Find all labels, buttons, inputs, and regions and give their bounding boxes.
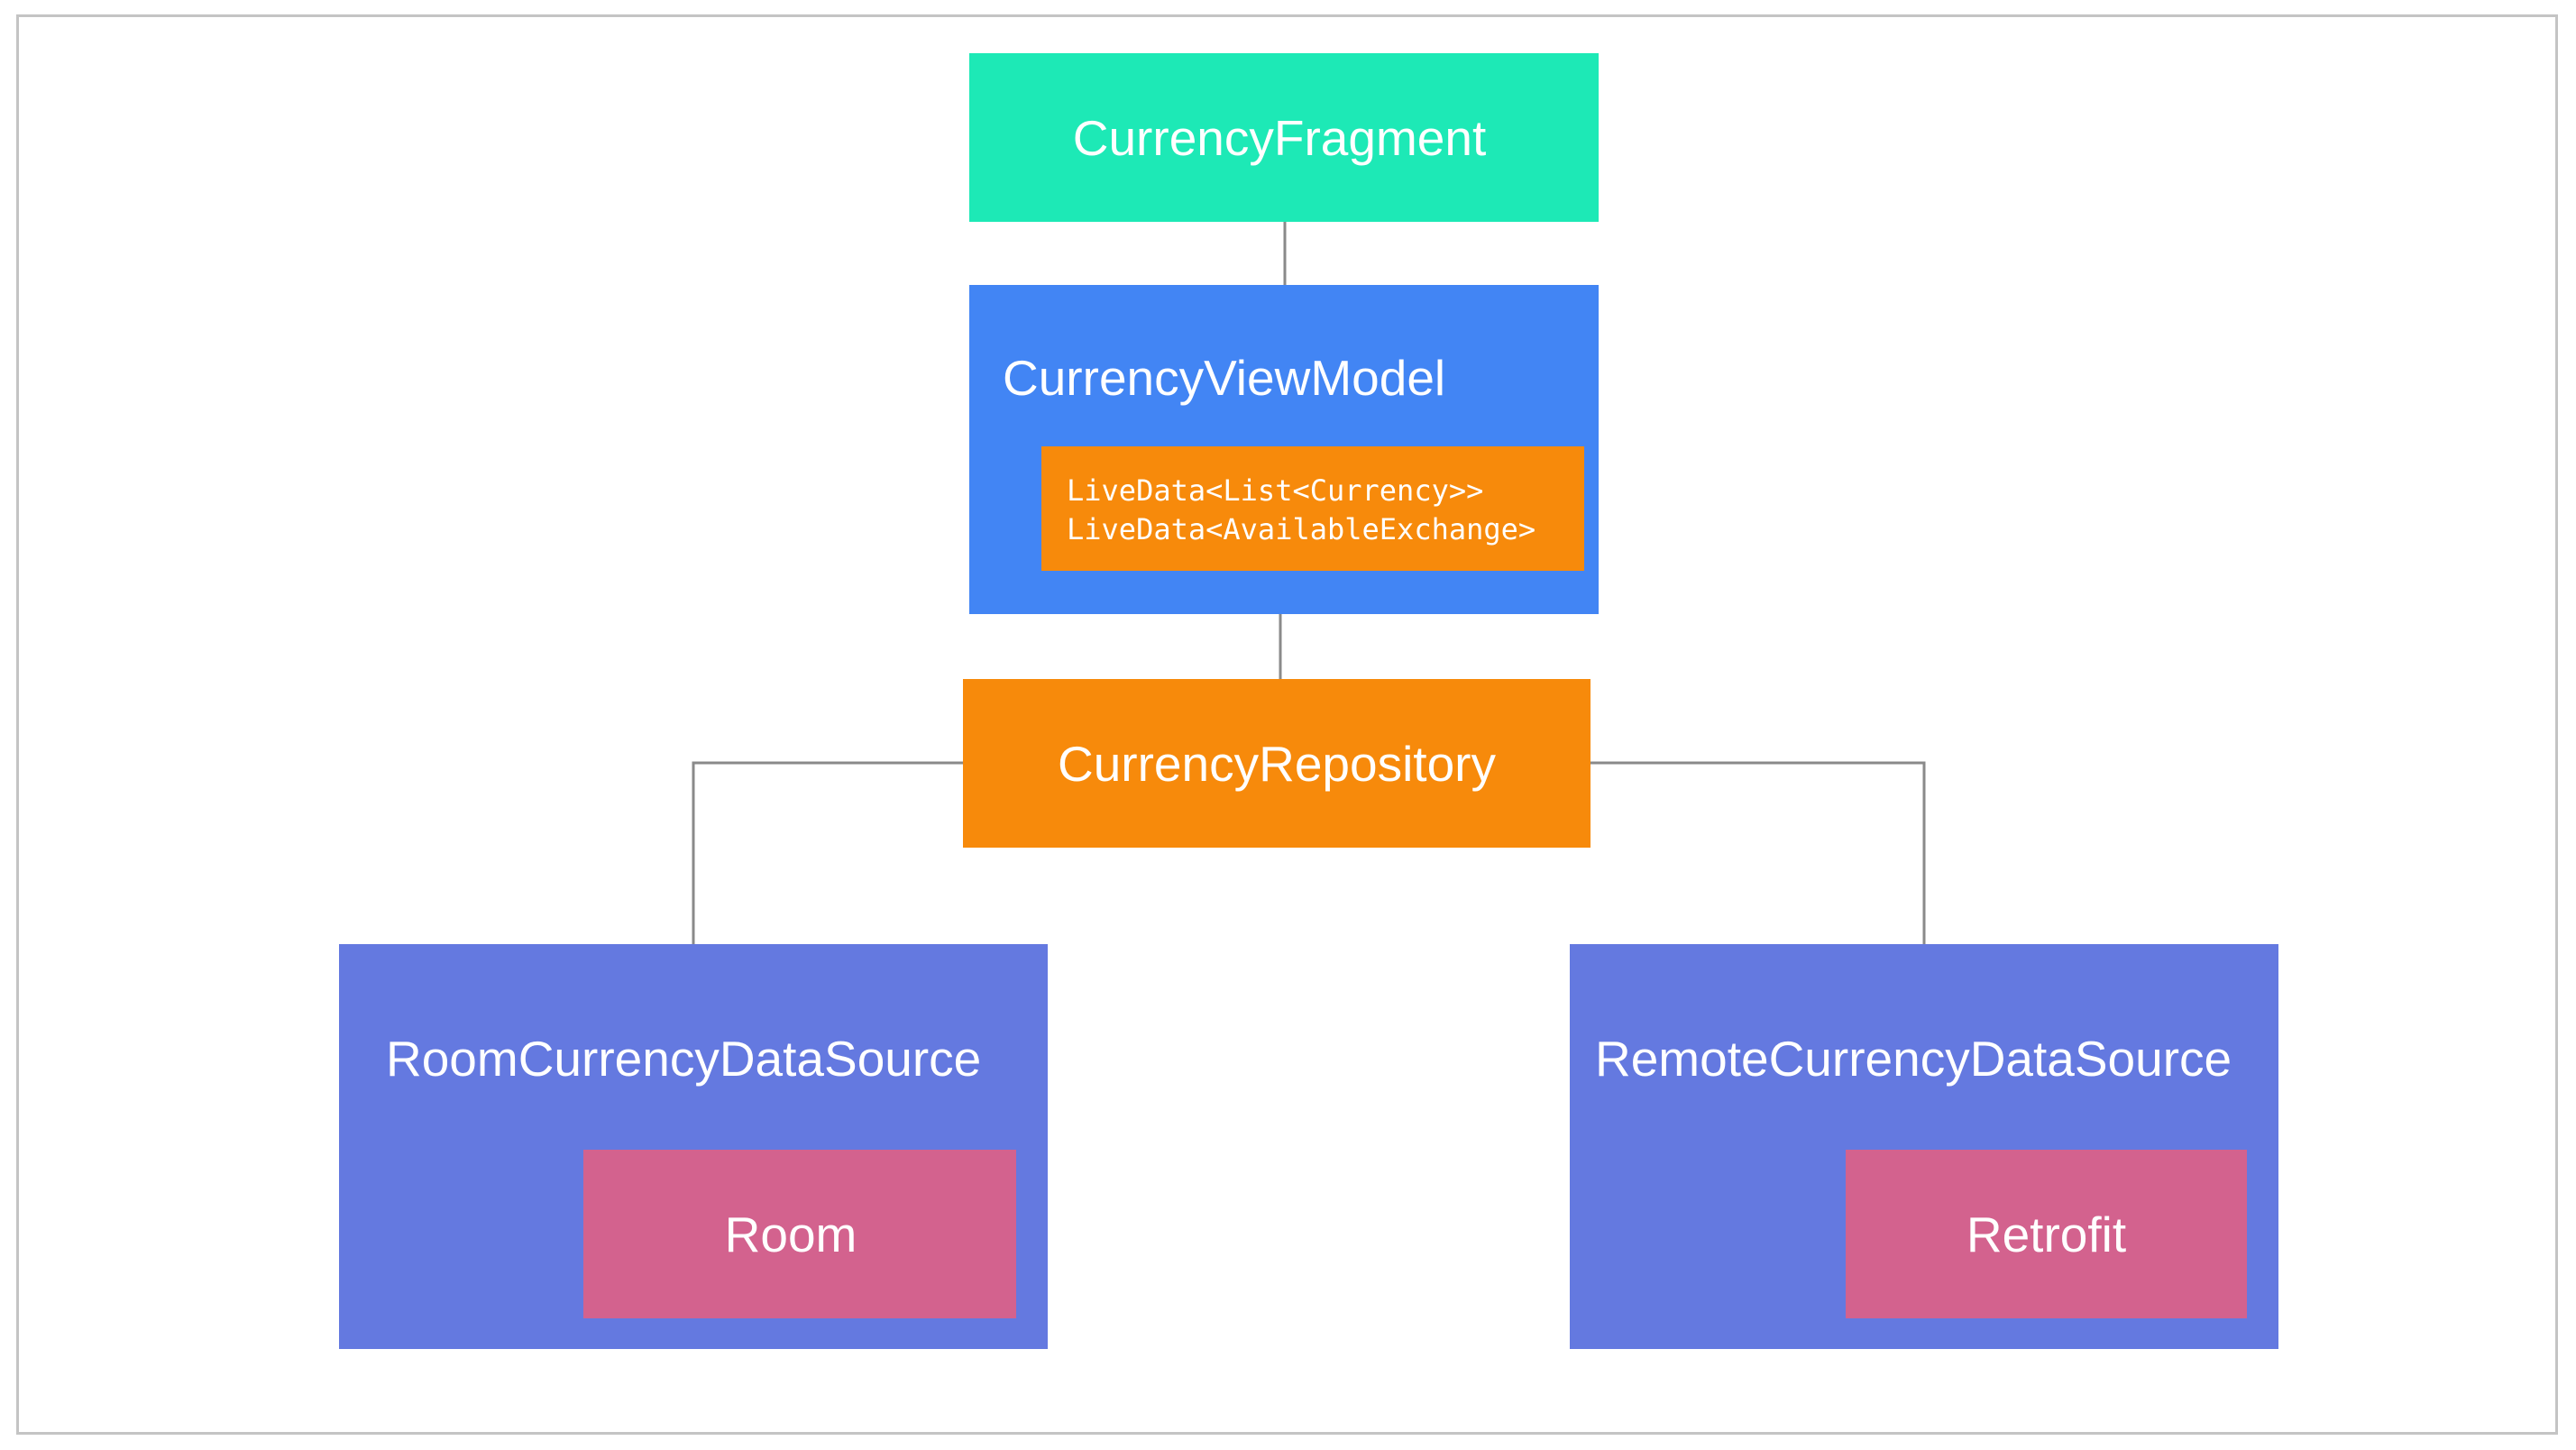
- currency-fragment-box: CurrencyFragment: [969, 53, 1599, 222]
- room-datasource-label: RoomCurrencyDataSource: [386, 1031, 982, 1087]
- currency-fragment-label: CurrencyFragment: [1072, 109, 1487, 166]
- currency-viewmodel-box: CurrencyViewModel LiveData<List<Currency…: [969, 285, 1599, 614]
- remote-datasource-label: RemoteCurrencyDataSource: [1595, 1031, 2232, 1087]
- retrofit-library-box: Retrofit: [1846, 1150, 2247, 1318]
- diagram-frame: [16, 14, 2558, 1435]
- remote-datasource-box: RemoteCurrencyDataSource Retrofit: [1570, 944, 2278, 1349]
- currency-repository-label: CurrencyRepository: [1057, 735, 1496, 792]
- currency-viewmodel-label: CurrencyViewModel: [1003, 350, 1446, 406]
- livedata-currency-list: LiveData<List<Currency>>: [1067, 473, 1484, 508]
- livedata-available-exchange: LiveData<AvailableExchange>: [1067, 512, 1536, 546]
- connector-repository-room: [692, 761, 963, 944]
- retrofit-library-label: Retrofit: [1966, 1206, 2127, 1262]
- currency-repository-box: CurrencyRepository: [963, 679, 1591, 848]
- connector-repository-remote: [1591, 761, 1926, 944]
- room-library-box: Room: [583, 1150, 1016, 1318]
- livedata-box: LiveData<List<Currency>> LiveData<Availab…: [1041, 446, 1584, 571]
- room-library-label: Room: [724, 1206, 857, 1262]
- room-datasource-box: RoomCurrencyDataSource Room: [339, 944, 1048, 1349]
